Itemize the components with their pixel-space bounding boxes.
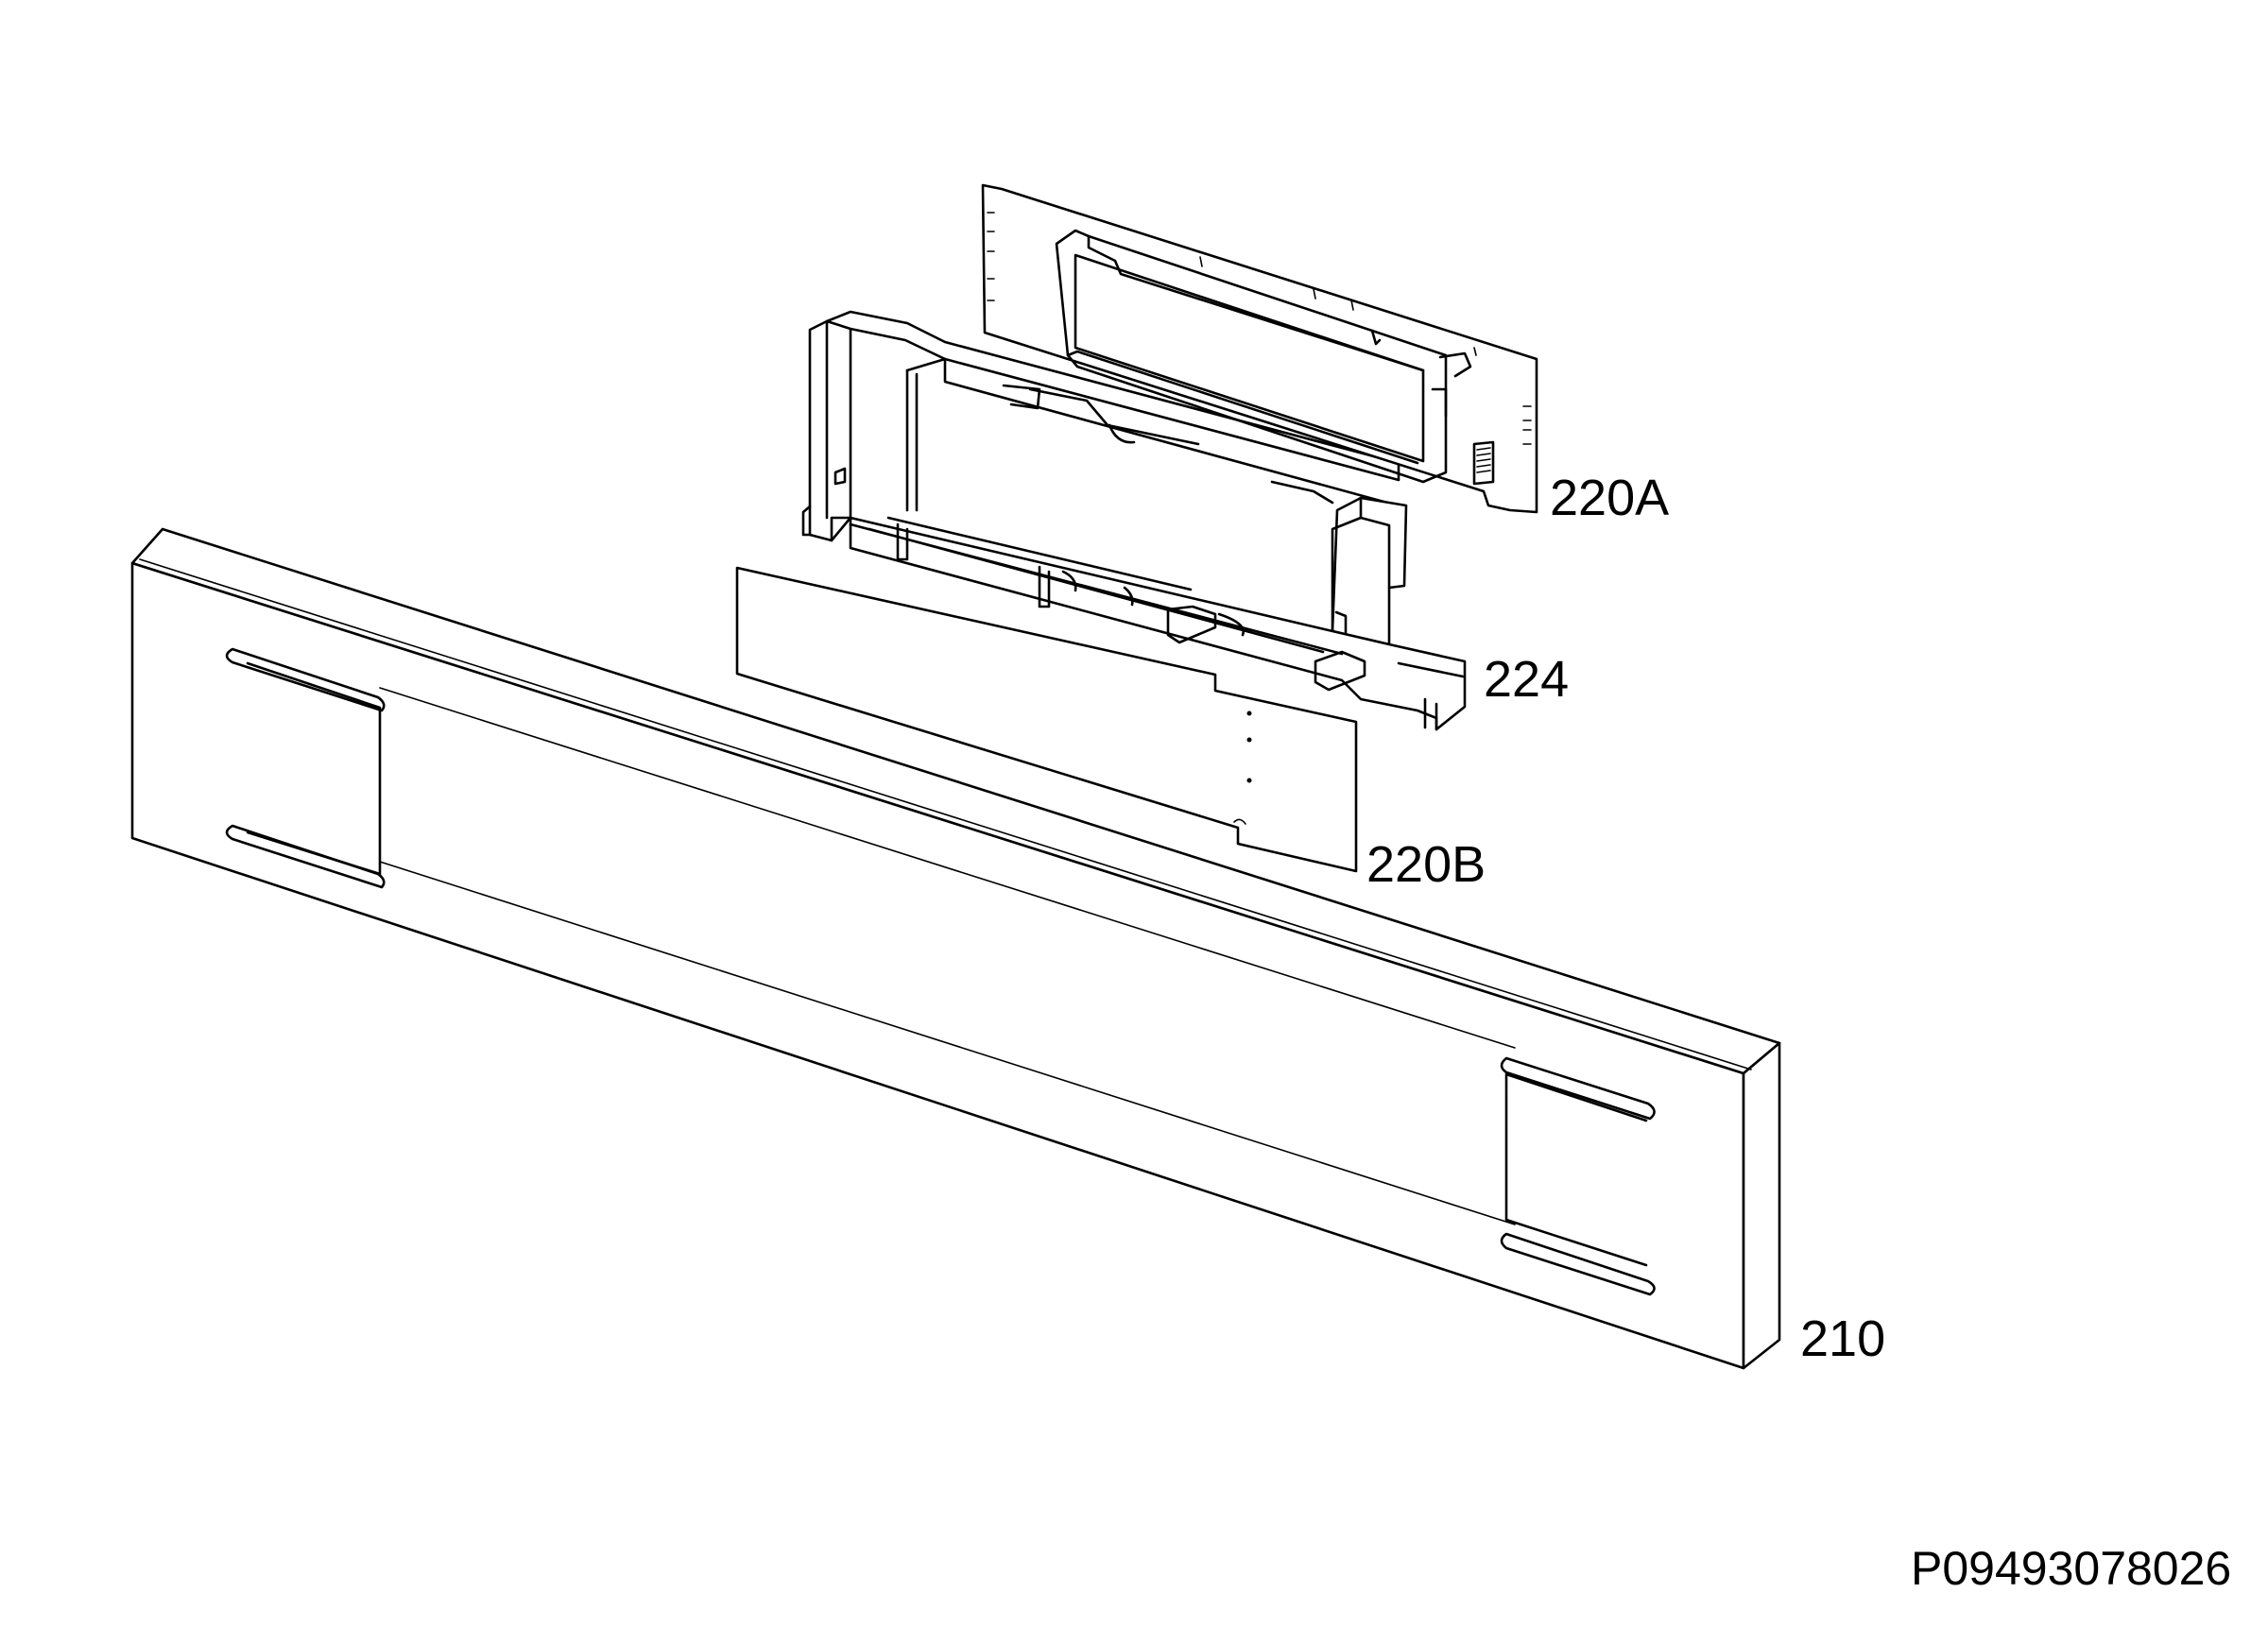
- part-label-224: 224: [1484, 651, 1570, 708]
- display-frame-drawing: [801, 310, 1467, 731]
- touch-board-drawing: [735, 566, 1358, 873]
- drawing-number: P09493078026: [1911, 1542, 2232, 1595]
- part-label-220A: 220A: [1550, 470, 1670, 526]
- control-panel-drawing: [130, 527, 1781, 1370]
- pcb-board-drawing: [981, 183, 1538, 514]
- part-label-210: 210: [1800, 1310, 1886, 1367]
- part-label-220B: 220B: [1366, 836, 1486, 893]
